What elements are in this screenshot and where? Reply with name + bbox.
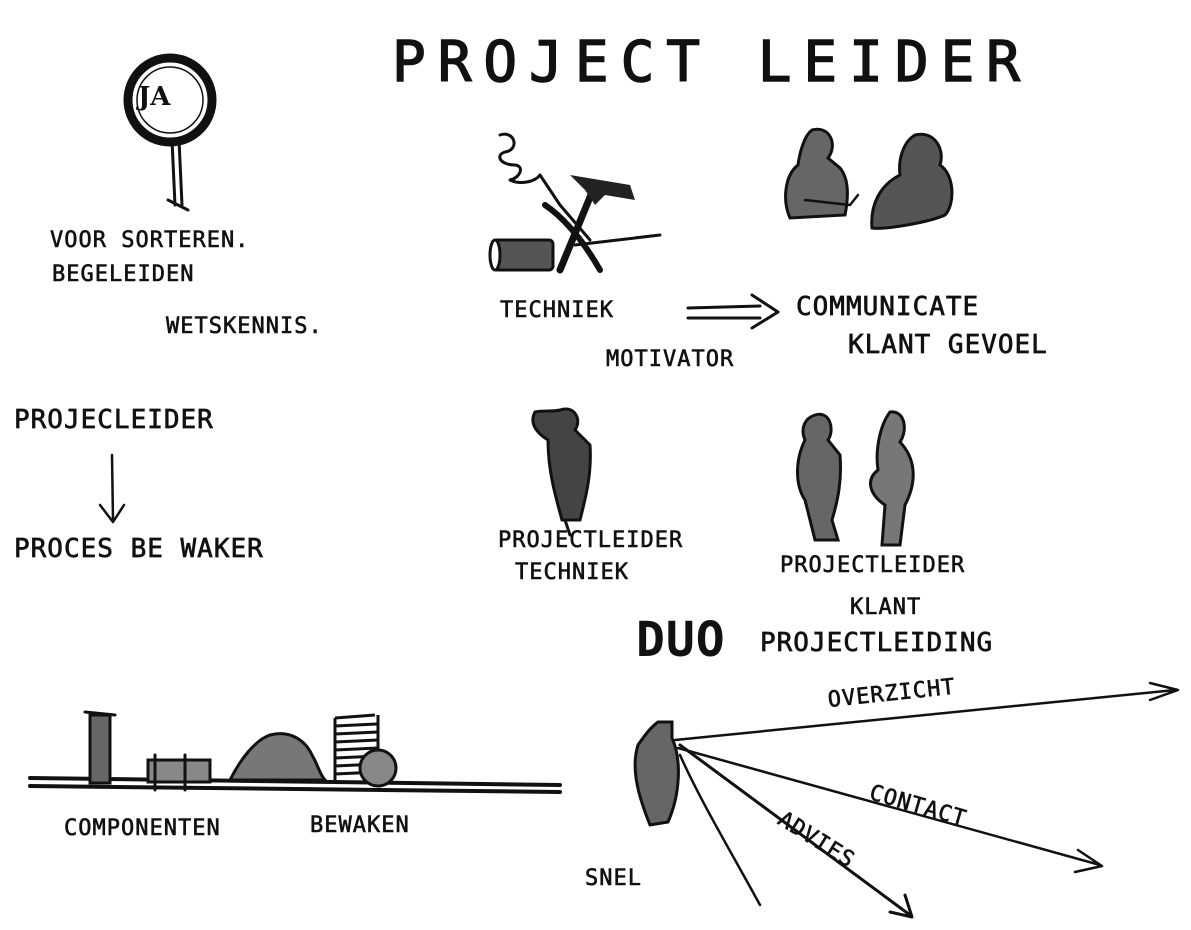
ja-sign-drawing (123, 53, 217, 212)
overview-drawing (633, 681, 1180, 919)
label-projectleider-klant: PROJECTLEIDER (780, 553, 966, 579)
label-techniek: TECHNIEK (500, 298, 614, 324)
label-motivator: MOTIVATOR (606, 347, 735, 373)
figures-klant (796, 410, 915, 547)
label-projecleider: PROJECLEIDER (14, 405, 214, 436)
label-proces-bewaker: PROCES BE WAKER (14, 534, 264, 565)
ja-sign-text: JA (138, 82, 171, 112)
label-bewaken: BEWAKEN (310, 813, 410, 839)
note-wetskennis: WETSKENNIS. (166, 314, 323, 340)
label-componenten: COMPONENTEN (64, 816, 221, 842)
label-klant: KLANT (850, 595, 922, 621)
label-duo: DUO (636, 612, 726, 668)
figure-techniek (531, 407, 592, 537)
label-projectleider-techniek: PROJECTLEIDER (498, 528, 684, 554)
components-drawing (28, 710, 562, 794)
label-communicate: COMMUNICATE (796, 292, 980, 323)
label-snel: SNEL (585, 866, 642, 892)
label-klant-gevoel: KLANT GEVOEL (848, 330, 1048, 361)
technique-arrow (686, 293, 780, 330)
tools-drawing (488, 132, 662, 274)
flow-arrow-down (98, 453, 126, 524)
note-begeleiden: BEGELEIDEN (52, 262, 195, 288)
conversation-drawing (784, 127, 954, 230)
page-title: PROJECT LEIDER (391, 29, 1033, 96)
label-projectleiding: PROJECTLEIDING (760, 628, 994, 659)
label-techniek-2: TECHNIEK (515, 560, 629, 586)
note-voorsorteren: VOOR SORTEREN. (50, 228, 250, 254)
